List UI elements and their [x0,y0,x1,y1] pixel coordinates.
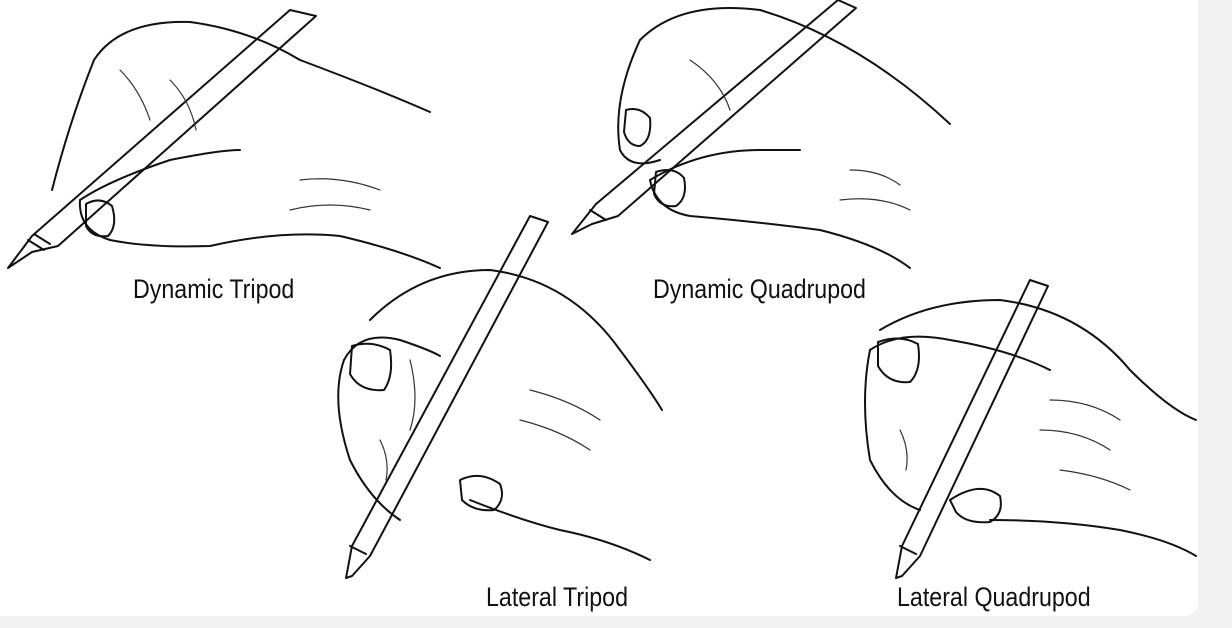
hand-illustration-dynamic-quadrupod [571,0,951,269]
hand-illustration-dynamic-tripod [7,9,441,269]
diagram-canvas: Dynamic Tripod Dynamic Quadrupod Lateral… [0,0,1198,616]
grip-label-dynamic-tripod: Dynamic Tripod [133,274,295,304]
hand-illustration-lateral-quadrupod [864,279,1197,579]
hand-illustration-lateral-tripod [337,215,663,579]
grip-label-dynamic-quadrupod: Dynamic Quadrupod [653,274,866,304]
grip-label-lateral-tripod: Lateral Tripod [486,582,628,612]
grip-label-lateral-quadrupod: Lateral Quadrupod [897,582,1091,612]
